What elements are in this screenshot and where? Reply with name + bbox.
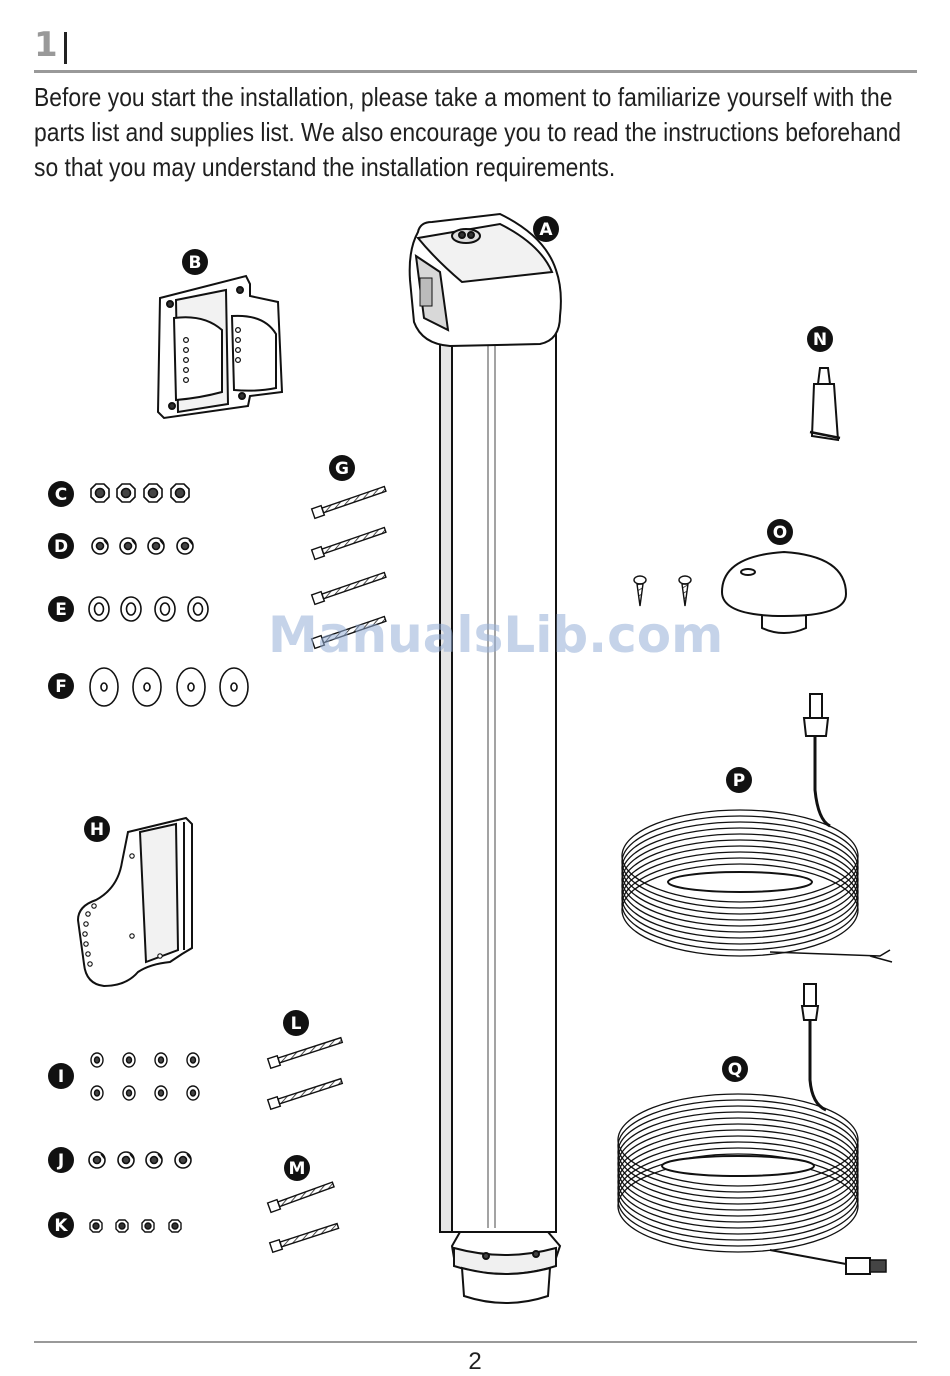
part-o-dome (722, 552, 846, 633)
label-j: J (48, 1147, 74, 1173)
label-d-text: D (54, 537, 68, 557)
part-m-bolts (268, 1180, 340, 1253)
label-h: H (84, 816, 110, 842)
label-l-text: L (291, 1014, 302, 1034)
label-f-text: F (55, 677, 67, 697)
part-n-tube (810, 368, 840, 440)
part-h-side-bracket (78, 818, 192, 986)
label-g-text: G (335, 459, 349, 479)
part-q-cable-coil (618, 984, 886, 1274)
label-e: E (48, 596, 74, 622)
label-m-text: M (289, 1159, 306, 1179)
label-a: A (533, 216, 559, 242)
label-a-text: A (539, 220, 553, 240)
part-c-nuts (91, 484, 189, 502)
label-q: Q (722, 1056, 748, 1082)
label-f: F (48, 673, 74, 699)
label-o: O (767, 519, 793, 545)
label-e-text: E (55, 600, 67, 620)
label-n: N (807, 326, 833, 352)
part-a-pole (410, 214, 561, 1303)
watermark: ManualsLib.com (268, 606, 723, 664)
part-k-small-hex-nuts (90, 1220, 181, 1232)
label-k: K (48, 1212, 74, 1238)
label-p: P (726, 767, 752, 793)
label-g: G (329, 455, 355, 481)
label-c: C (48, 481, 74, 507)
label-c-text: C (55, 485, 67, 505)
label-d: D (48, 533, 74, 559)
part-d-lock-washers (92, 538, 193, 554)
label-b-text: B (189, 253, 202, 273)
part-i-small-nuts (91, 1053, 199, 1100)
part-l-bolts (268, 1035, 343, 1109)
part-f-large-washers (90, 668, 248, 706)
part-e-washers (89, 597, 208, 621)
label-i-text: I (58, 1067, 64, 1087)
label-o-text: O (773, 523, 787, 543)
page-number: 2 (0, 1348, 950, 1376)
label-n-text: N (813, 330, 827, 350)
part-j-lock-washers (89, 1152, 191, 1168)
label-k-text: K (54, 1216, 68, 1236)
footer-rule (34, 1341, 917, 1343)
label-p-text: P (733, 771, 745, 791)
label-h-text: H (90, 820, 104, 840)
label-j-text: J (57, 1151, 64, 1171)
label-q-text: Q (728, 1060, 742, 1080)
label-i: I (48, 1063, 74, 1089)
label-b: B (182, 249, 208, 275)
label-m: M (284, 1155, 310, 1181)
label-l: L (283, 1010, 309, 1036)
part-o-screws (634, 576, 691, 606)
part-b-bracket (158, 276, 282, 418)
part-p-cable-coil (622, 694, 892, 962)
